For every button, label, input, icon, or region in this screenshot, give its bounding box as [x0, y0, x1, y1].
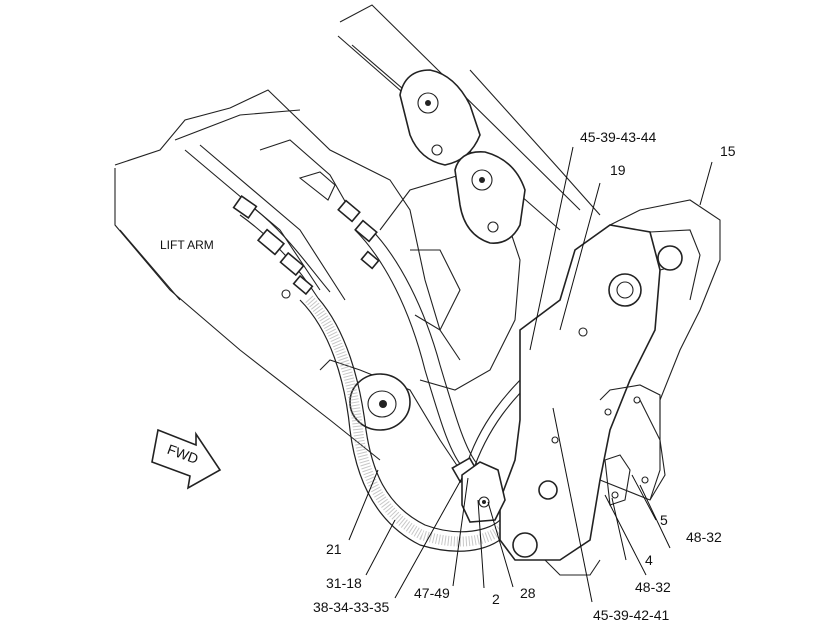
mount-plate	[461, 461, 506, 523]
callout-38-34-33-35: 38-34-33-35	[313, 599, 389, 615]
callout-28: 28	[520, 585, 536, 601]
callout-45-39-42-41: 45-39-42-41	[593, 607, 669, 623]
callout-21: 21	[326, 541, 342, 557]
lift-arm-pivot	[349, 373, 411, 431]
hose-assembly-upper	[239, 204, 479, 471]
callout-5: 5	[660, 512, 668, 528]
callout-31-18: 31-18	[326, 575, 362, 591]
upper-link-plates	[399, 69, 526, 244]
callout-48-32-upper: 48-32	[686, 529, 722, 545]
callout-2: 2	[492, 591, 500, 607]
callout-19: 19	[610, 162, 626, 178]
fwd-arrow: FWD	[151, 428, 222, 490]
right-bracket-assembly	[499, 199, 721, 576]
callout-48-32-lower: 48-32	[635, 579, 671, 595]
lift-arm-body	[114, 89, 461, 461]
callout-4: 4	[645, 552, 653, 568]
callout-15: 15	[720, 143, 736, 159]
callout-labels: 45-39-43-44 19 15 21 31-18 38-34-33-35 4…	[313, 129, 736, 623]
lift-arm-label: LIFT ARM	[160, 238, 214, 252]
leader-lines	[348, 146, 713, 603]
callout-45-39-43-44: 45-39-43-44	[580, 129, 656, 145]
hose-fittings	[232, 194, 380, 299]
callout-47-49: 47-49	[414, 585, 450, 601]
